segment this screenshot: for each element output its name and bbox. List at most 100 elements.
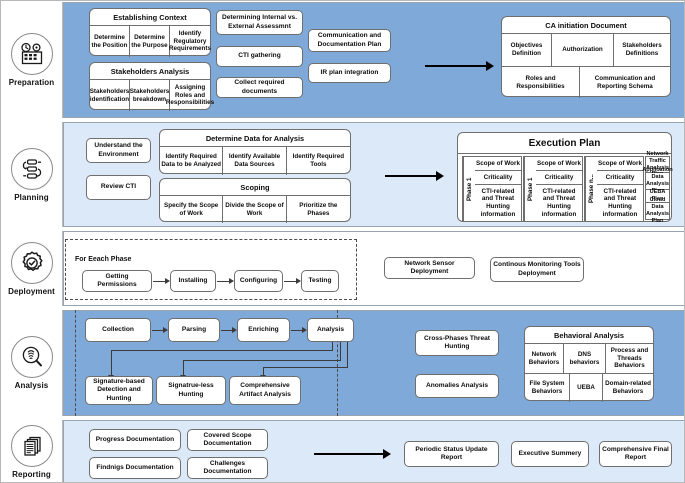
dashed-group-for-each-phase: [65, 239, 357, 300]
task-covered-scope-documentation[interactable]: Covered Scope Documentation: [187, 429, 268, 451]
plan-application-data[interactable]: Application Data Analysis Plan: [642, 167, 672, 193]
task-findings-documentation[interactable]: Findnigs Documentation: [89, 457, 181, 479]
gear-check-icon: [10, 241, 53, 284]
cycle-process-icon: [10, 147, 53, 190]
task-cross-phases-threat-hunting[interactable]: Cross-Phases Threat Hunting: [415, 330, 499, 356]
flow-installing[interactable]: Installing: [170, 270, 216, 292]
task-cti-gathering[interactable]: CTI gathering: [216, 46, 303, 67]
flow-enriching[interactable]: Enriching: [237, 318, 290, 342]
phase-row-planning: Planning Understand the Environment Revi…: [1, 122, 684, 227]
arrow-analysis-flow-2: [221, 326, 237, 335]
cell-identify-required-data[interactable]: Identify Required Data to be Analyzed: [160, 147, 224, 175]
cell-dns-behaviors[interactable]: DNS behaviors: [564, 344, 606, 373]
cell-scope-of-work-n[interactable]: Scope of Work: [597, 157, 643, 171]
plan-cloud-data[interactable]: Cloud Data Analysis Plan: [645, 197, 670, 224]
phase-label-deployment: Deployment: [8, 286, 55, 296]
cell-criticality-1[interactable]: Criticality: [475, 171, 521, 185]
phase-icon-preparation: Preparation: [1, 2, 63, 118]
flow-analysis[interactable]: Analysis: [307, 318, 354, 342]
output-periodic-status-update-report[interactable]: Periodic Status Update Report: [404, 441, 499, 467]
cell-roles-responsibilities[interactable]: Roles and Responsibilities: [502, 67, 580, 98]
cell-communication-reporting-schema[interactable]: Communication and Reporting Schema: [594, 74, 656, 90]
phase-band-deployment: [63, 231, 684, 306]
phase-col-label-2: Phase 1: [524, 157, 536, 221]
cell-identify-regulatory[interactable]: Identify Regulatory Requirements: [169, 30, 211, 53]
arrow-flow-3: [284, 277, 301, 286]
output-executive-summary[interactable]: Executive Summery: [511, 441, 589, 467]
cell-file-system-behaviors[interactable]: File System Behaviors: [525, 374, 570, 402]
output-title: CA initiation Document: [502, 17, 670, 34]
cell-prioritize-phases[interactable]: Prioritize the Phases: [299, 201, 338, 217]
cell-determine-purpose[interactable]: Determine the Purpose: [130, 26, 170, 57]
execution-plan-list: Network Traffic Analysis Plan Applicatio…: [642, 151, 672, 224]
task-understand-environment[interactable]: Understand the Environment: [86, 138, 151, 163]
task-continuous-monitoring-deployment[interactable]: Continous Monitoring Tools Deployment: [490, 257, 584, 282]
output-ca-initiation-document: CA initiation Document Objectives Defini…: [501, 16, 671, 98]
cell-identify-data-sources[interactable]: Identify Available Data Sources: [223, 147, 287, 175]
cell-network-behaviors[interactable]: Network Behaviors: [525, 344, 564, 373]
task-challenges-documentation[interactable]: Challenges Documentation: [187, 457, 268, 479]
output-signature-less-hunting[interactable]: Signatrue-less Hunting: [156, 376, 226, 405]
cell-stakeholders-definitions[interactable]: Stakeholders Definitions: [622, 42, 662, 57]
task-ir-plan-integration[interactable]: IR plan integration: [308, 63, 391, 83]
cell-authorization[interactable]: Authorization: [552, 34, 614, 66]
task-review-cti[interactable]: Review CTI: [86, 175, 151, 200]
task-collect-documents[interactable]: Collect required documents: [216, 77, 303, 98]
connector-h-3: [263, 367, 348, 369]
phase-row-deployment: Deployment For Eeach Phase Getting Permi…: [1, 231, 684, 306]
output-comprehensive-artifact-analysis[interactable]: Comprehensive Artifact Analysis: [229, 376, 301, 405]
phase-label-planning: Planning: [14, 192, 49, 202]
cell-stakeholders-breakdown[interactable]: Stakeholders breakdown: [130, 80, 170, 111]
cell-scope-of-work-1[interactable]: Scope of Work: [475, 157, 521, 171]
connector-v-src-2: [340, 342, 342, 361]
phase-icon-analysis: Analysis: [1, 310, 63, 416]
group-stakeholders-analysis: Stakeholders Analysis Stakeholders ident…: [89, 62, 215, 111]
cell-cti-threat-hunting-2[interactable]: CTI-related and Threat Hunting informati…: [541, 187, 577, 218]
flow-getting-permissions[interactable]: Getting Permissions: [82, 270, 152, 292]
cell-domain-related-behaviors[interactable]: Domain-related Behaviors: [605, 380, 651, 395]
group-behavioral-analysis: Behavioral Analysis Network Behaviors DN…: [524, 326, 654, 402]
flow-testing[interactable]: Testing: [301, 270, 339, 292]
output-comprehensive-final-report[interactable]: Comprehensive Final Report: [599, 441, 672, 467]
cell-stakeholders-identification[interactable]: Stakeholders identification: [90, 80, 130, 111]
cell-cti-threat-hunting-1[interactable]: CTI-related and Threat Hunting informati…: [480, 187, 516, 218]
connector-to-comprehensive: [259, 367, 267, 380]
connector-h-1: [111, 350, 333, 352]
task-network-sensor-deployment[interactable]: Network Sensor Deployment: [384, 257, 475, 279]
dashed-group-analysis: [75, 310, 338, 416]
plan-ueba[interactable]: UEBA Plan: [645, 189, 670, 203]
task-communication-plan[interactable]: Communication and Documentation Plan: [308, 29, 391, 52]
execution-phase-column-n: Phase n... Scope of Work Criticality CTI…: [584, 156, 644, 222]
group-establishing-context: Establishing Context Determine the Posit…: [89, 8, 211, 57]
arrow-flow-2: [217, 277, 234, 286]
cell-determine-position[interactable]: Determine the Position: [90, 26, 130, 57]
task-anomalies-analysis[interactable]: Anomalies Analysis: [415, 374, 499, 398]
cell-identify-required-tools[interactable]: Identify Required Tools: [292, 153, 345, 168]
task-internal-vs-external[interactable]: Determining Internal vs. External Assess…: [216, 10, 303, 35]
cell-specify-scope[interactable]: Specify the Scope of Work: [160, 196, 224, 223]
phase-row-preparation: Preparation Establishing Context Determi…: [1, 2, 684, 118]
group-determine-data-for-analysis: Determine Data for Analysis Identify Req…: [159, 129, 351, 175]
output-signature-based-detection[interactable]: Signature-based Detection and Hunting: [85, 376, 153, 405]
task-progress-documentation[interactable]: Progress Documentation: [89, 429, 181, 451]
cell-objectives-definition[interactable]: Objectives Definition: [502, 34, 552, 66]
flow-parsing[interactable]: Parsing: [168, 318, 220, 342]
connector-to-signature-based: [107, 350, 115, 380]
output-title: Execution Plan: [458, 133, 671, 154]
arrow-planning-output: [385, 171, 444, 181]
calendar-clock-icon: [10, 33, 53, 75]
cell-divide-scope[interactable]: Divide the Scope of Work: [223, 196, 287, 223]
cell-ueba[interactable]: UEBA: [570, 374, 603, 402]
phase-row-analysis: Analysis Collection Parsing Enriching An…: [1, 310, 684, 416]
cell-scope-of-work-2[interactable]: Scope of Work: [536, 157, 582, 171]
flow-collection[interactable]: Collection: [85, 318, 151, 342]
cell-process-threads-behaviors[interactable]: Process and Threads Behaviors: [610, 347, 649, 370]
cell-criticality-2[interactable]: Criticality: [536, 171, 582, 185]
cell-cti-threat-hunting-n[interactable]: CTI-related and Threat Hunting informati…: [602, 187, 638, 218]
phase-icon-planning: Planning: [1, 122, 63, 227]
flow-configuring[interactable]: Configuring: [234, 270, 283, 292]
phase-col-label-n: Phase n...: [585, 157, 597, 221]
cell-criticality-n[interactable]: Criticality: [597, 171, 643, 185]
cell-assigning-roles[interactable]: Assigning Roles and Responsibilities: [165, 84, 215, 107]
